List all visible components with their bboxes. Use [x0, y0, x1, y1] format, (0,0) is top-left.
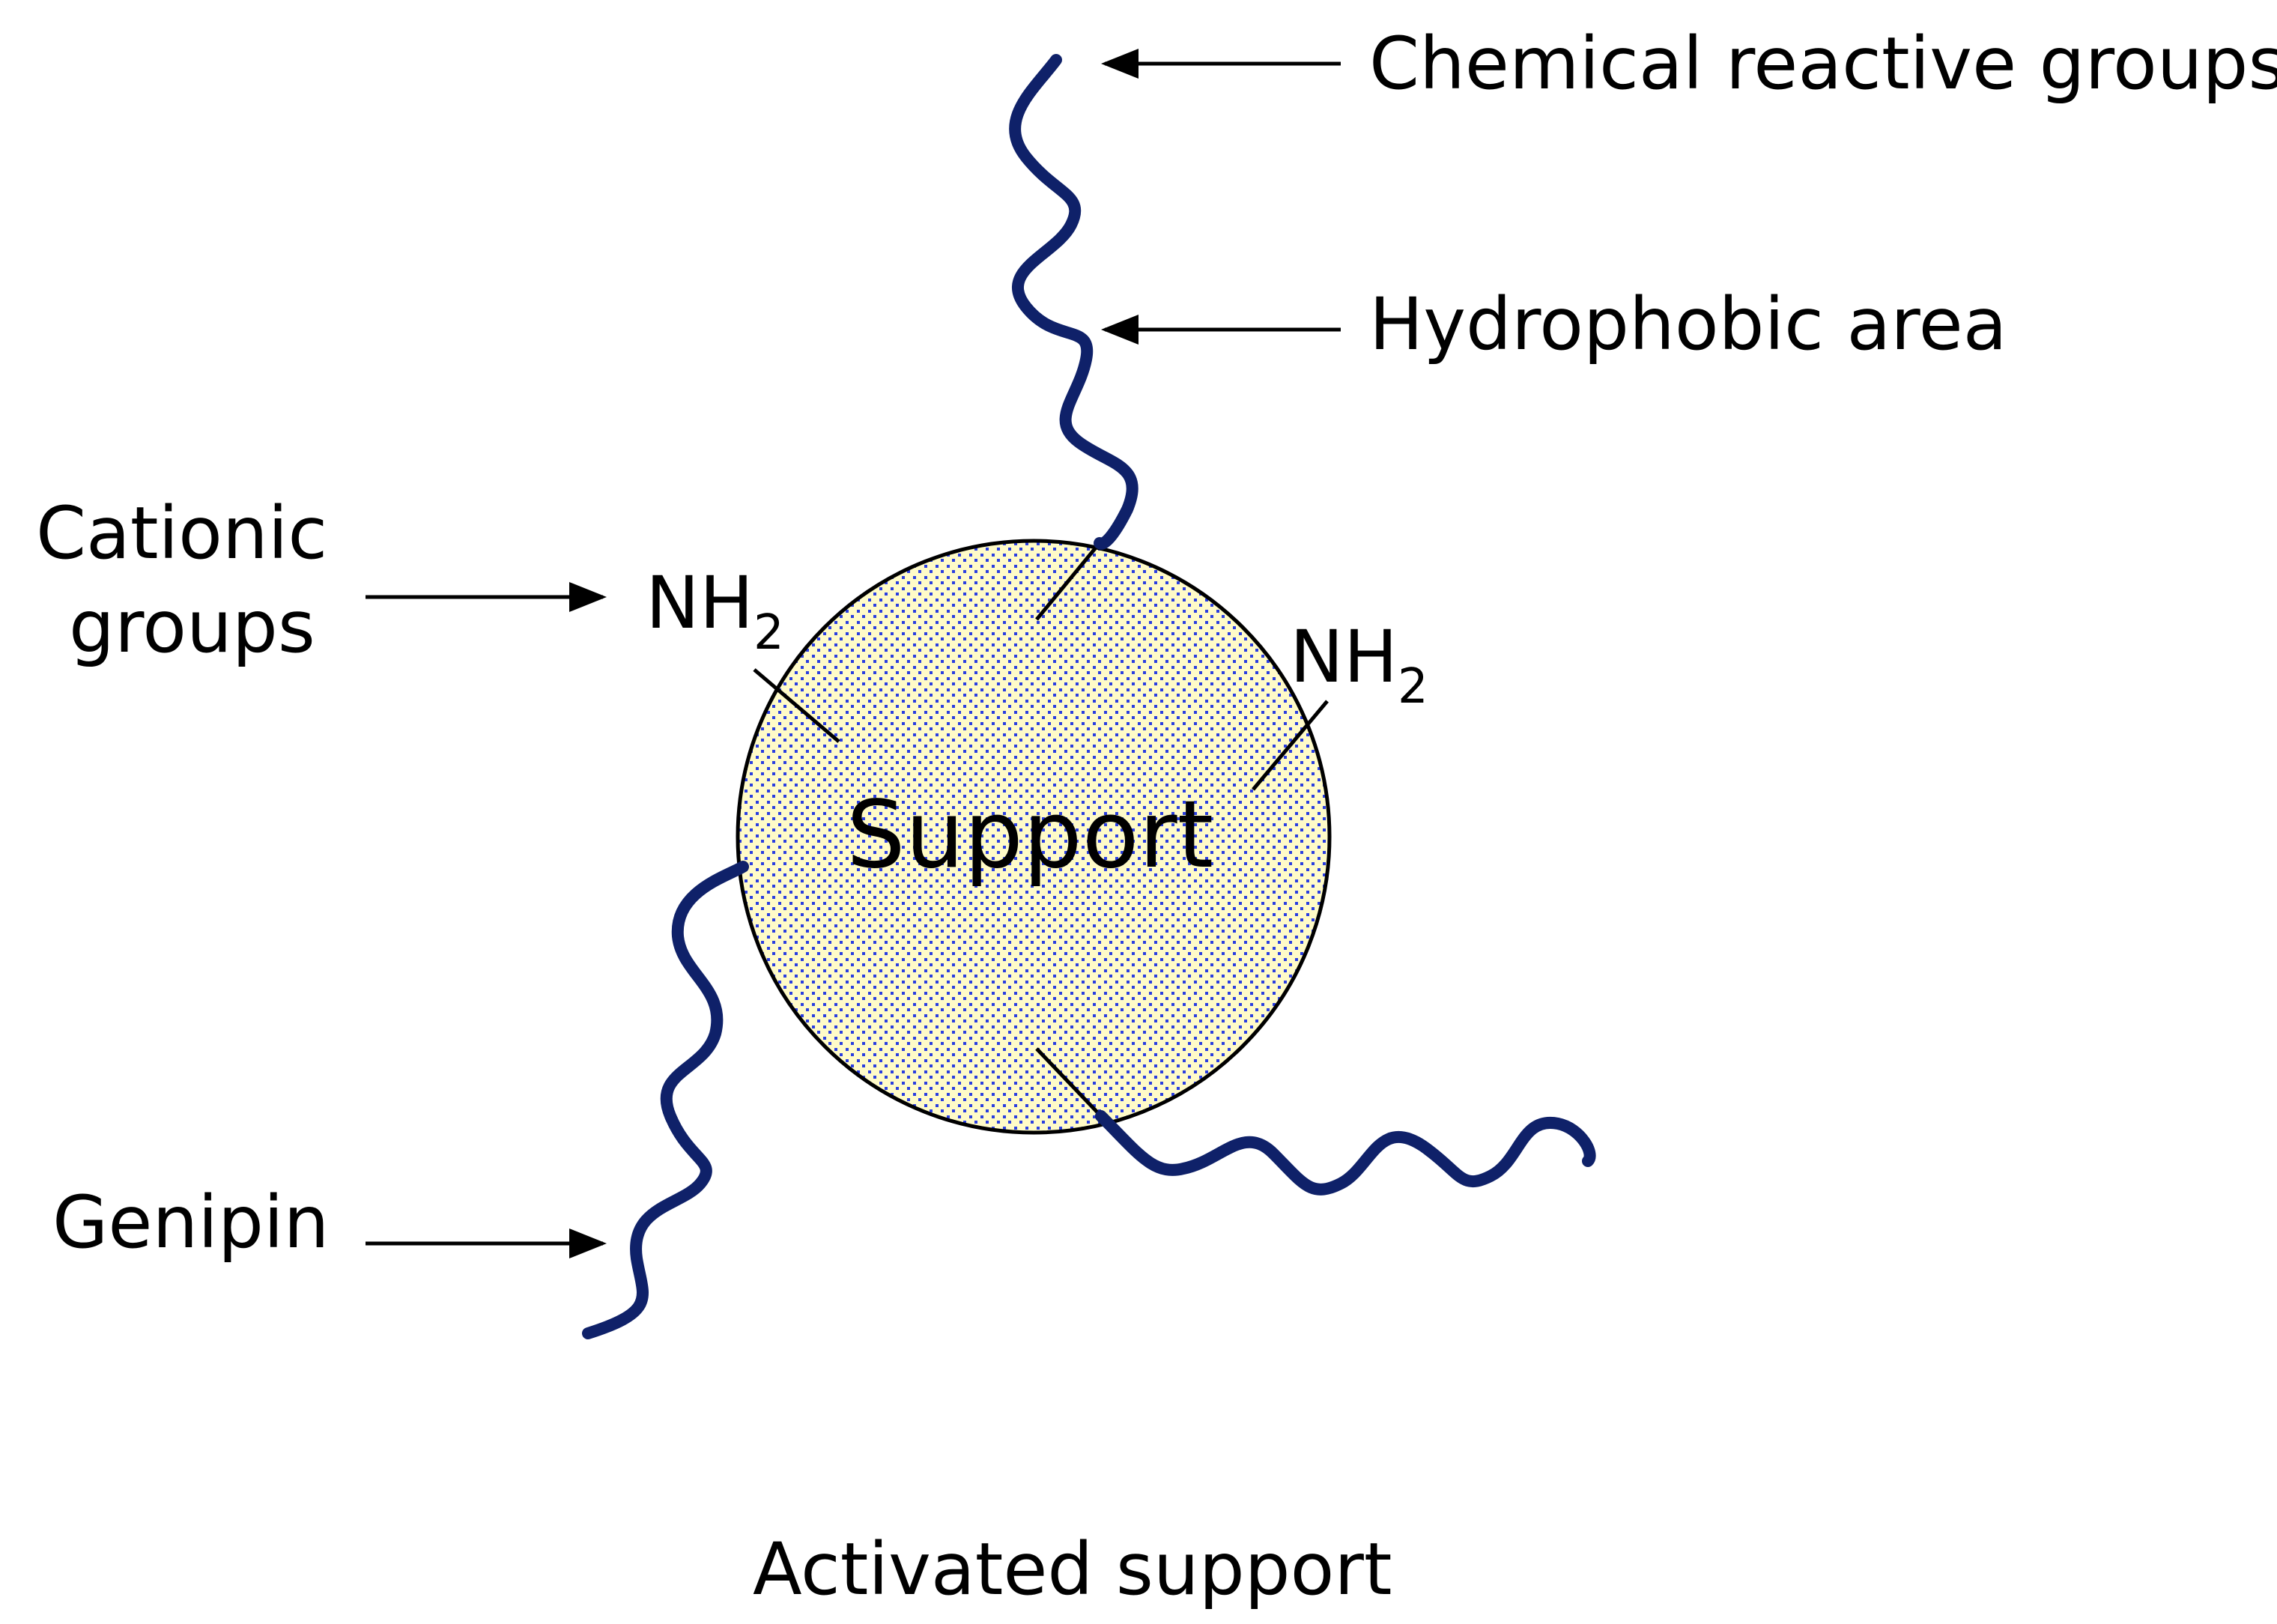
amine-right-base: NH: [1290, 615, 1398, 699]
chain-left: [582, 861, 749, 1339]
caption: Activated support: [753, 1527, 1392, 1611]
linker-right-amine: [1252, 700, 1329, 791]
label-hydrophobic-area: Hydrophobic area: [1369, 282, 2007, 366]
support-bead-dots: [738, 541, 1329, 1133]
linker-bottom: [1035, 1047, 1103, 1118]
linker-top: [1035, 542, 1101, 621]
label-cationic-groups-line2: groups: [69, 585, 315, 669]
support-label: Support: [846, 781, 1213, 889]
label-genipin: Genipin: [52, 1181, 329, 1264]
chain-top: [1009, 54, 1138, 550]
amine-left-base: NH: [646, 561, 754, 645]
amine-label-left: NH2: [646, 561, 784, 661]
linker-left-amine: [753, 668, 840, 743]
chain-bottom-right: [1095, 1110, 1596, 1196]
label-chemical-reactive-groups: Chemical reactive groups: [1369, 22, 2277, 106]
support-bead-outline: [736, 539, 1332, 1135]
amine-right-subscript: 2: [1398, 659, 1428, 715]
label-cationic-groups-line1: Cationic: [36, 491, 327, 575]
amine-label-right: NH2: [1290, 615, 1428, 715]
amine-left-subscript: 2: [754, 605, 784, 661]
